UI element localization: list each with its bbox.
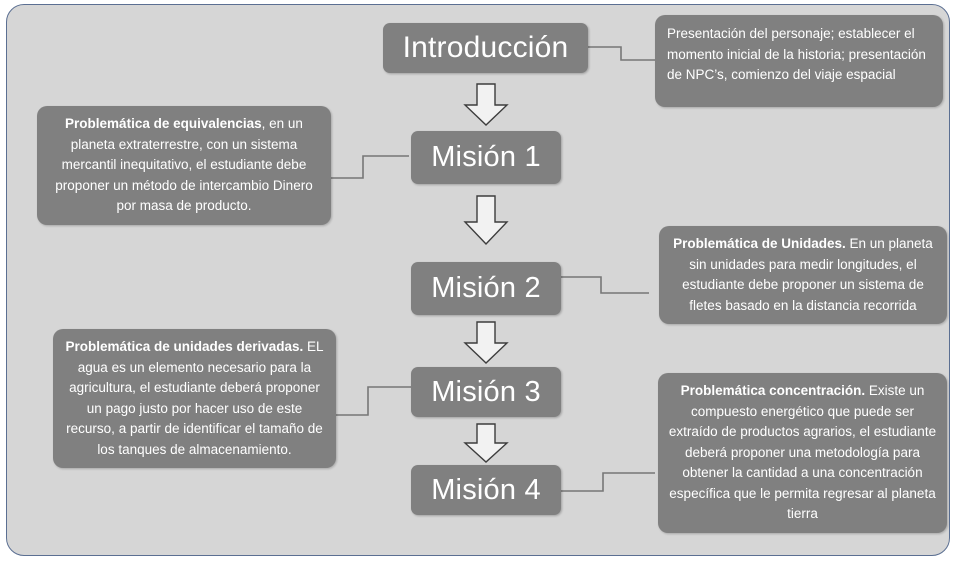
callout-introduccion[interactable]: Presentación del personaje; establecer e… — [655, 15, 943, 107]
callout-m1-text: , en un planeta extraterrestre, con un s… — [55, 116, 313, 214]
connector-m1 — [319, 148, 409, 184]
down-arrow-icon-1 — [463, 83, 509, 126]
callout-mision-3[interactable]: Problemática de unidades derivadas. EL a… — [53, 329, 336, 469]
callout-m4-text: Existe un compuesto energético que puede… — [668, 383, 937, 522]
node-introduccion[interactable]: Introducción — [383, 23, 588, 73]
callout-m3-text: EL agua es un elemento necesario para la… — [66, 339, 324, 457]
node-mision-2[interactable]: Misión 2 — [411, 262, 561, 315]
callout-m3-lead: Problemática de unidades derivadas. — [65, 339, 304, 354]
connector-m4 — [553, 465, 655, 499]
callout-m2-text: En un planeta sin unidades para medir lo… — [682, 236, 933, 313]
callout-m2-lead: Problemática de Unidades. — [673, 236, 846, 251]
node-mision-4[interactable]: Misión 4 — [411, 465, 561, 515]
connector-m3 — [324, 379, 414, 421]
node-mision-1[interactable]: Misión 1 — [411, 131, 561, 184]
callout-mision-1[interactable]: Problemática de equivalencias, en un pla… — [37, 106, 331, 225]
down-arrow-icon-2 — [463, 195, 509, 245]
connector-m2 — [553, 269, 649, 301]
diagram-frame: Introducción Misión 1 Misión 2 Misión 3 … — [6, 4, 950, 556]
callout-intro-text: Presentación del personaje; establecer e… — [667, 26, 926, 83]
node-mision-3[interactable]: Misión 3 — [411, 367, 561, 417]
callout-m1-lead: Problemática de equivalencias — [65, 116, 262, 131]
down-arrow-icon-4 — [463, 423, 509, 463]
callout-mision-4[interactable]: Problemática concentración. Existe un co… — [658, 373, 947, 533]
down-arrow-icon-3 — [463, 321, 509, 364]
callout-mision-2[interactable]: Problemática de Unidades. En un planeta … — [659, 226, 947, 325]
connector-intro — [576, 35, 662, 65]
callout-m4-lead: Problemática concentración. — [680, 383, 866, 398]
